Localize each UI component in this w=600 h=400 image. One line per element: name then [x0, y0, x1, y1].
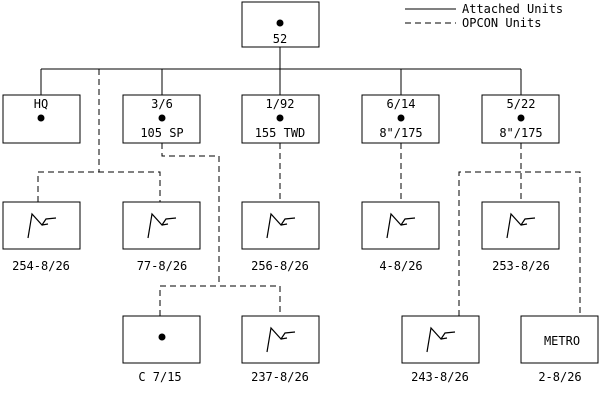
unit-3-6-label: 3/6 — [151, 97, 173, 111]
radar-icon — [266, 212, 296, 239]
unit-77-label: 77-8/26 — [137, 259, 188, 273]
unit-254-label: 254-8/26 — [12, 259, 70, 273]
unit-metro-inner-label: METRO — [544, 334, 580, 348]
radar-icon — [266, 326, 296, 353]
unit-3-6: 3/6 105 SP — [122, 94, 201, 144]
legend-opcon-label: OPCON Units — [462, 16, 541, 30]
unit-3-6-weapon: 105 SP — [140, 126, 183, 140]
unit-metro: METRO 2-8/26 — [520, 315, 599, 384]
unit-metro-label: 2-8/26 — [538, 370, 581, 384]
unit-6-14-dot — [397, 114, 405, 122]
unit-52: 52 — [241, 1, 320, 48]
unit-253-8-26: 253-8/26 — [481, 201, 560, 273]
unit-hq-label: HQ — [34, 97, 48, 111]
unit-243-label: 243-8/26 — [411, 370, 469, 384]
unit-1-92: 1/92 155 TWD — [241, 94, 320, 144]
attached-connectors — [40, 47, 522, 95]
unit-52-label: 52 — [273, 32, 287, 46]
unit-256-label: 256-8/26 — [251, 259, 309, 273]
unit-1-92-dot — [276, 114, 284, 122]
unit-253-label: 253-8/26 — [492, 259, 550, 273]
radar-icon — [27, 212, 57, 239]
unit-6-14: 6/14 8"/175 — [361, 94, 440, 144]
unit-5-22: 5/22 8"/175 — [481, 94, 560, 144]
unit-237-8-26: 237-8/26 — [241, 315, 320, 384]
unit-c-7-15: C 7/15 — [122, 315, 201, 384]
radar-icon — [386, 212, 416, 239]
unit-237-label: 237-8/26 — [251, 370, 309, 384]
radar-icon — [506, 212, 536, 239]
unit-5-22-label: 5/22 — [507, 97, 536, 111]
legend: Attached Units OPCON Units — [405, 2, 563, 30]
unit-4-8-26: 4-8/26 — [361, 201, 440, 273]
unit-6-14-label: 6/14 — [387, 97, 416, 111]
unit-52-dot — [276, 19, 284, 27]
unit-4-label: 4-8/26 — [379, 259, 422, 273]
unit-256-8-26: 256-8/26 — [241, 201, 320, 273]
unit-6-14-weapon: 8"/175 — [379, 126, 422, 140]
unit-3-6-dot — [158, 114, 166, 122]
unit-5-22-dot — [517, 114, 525, 122]
unit-hq: HQ — [2, 94, 81, 144]
unit-254-8-26: 254-8/26 — [2, 201, 81, 273]
radar-icon — [426, 326, 456, 353]
unit-77-8-26: 77-8/26 — [122, 201, 201, 273]
unit-c-7-15-dot — [158, 333, 166, 341]
unit-hq-dot — [37, 114, 45, 122]
unit-5-22-weapon: 8"/175 — [499, 126, 542, 140]
unit-1-92-weapon: 155 TWD — [255, 126, 306, 140]
unit-c-7-15-label: C 7/15 — [138, 370, 181, 384]
unit-1-92-label: 1/92 — [266, 97, 295, 111]
radar-icon — [147, 212, 177, 239]
opcon-connectors — [37, 69, 581, 316]
legend-attached-label: Attached Units — [462, 2, 563, 16]
unit-243-8-26: 243-8/26 — [401, 315, 480, 384]
